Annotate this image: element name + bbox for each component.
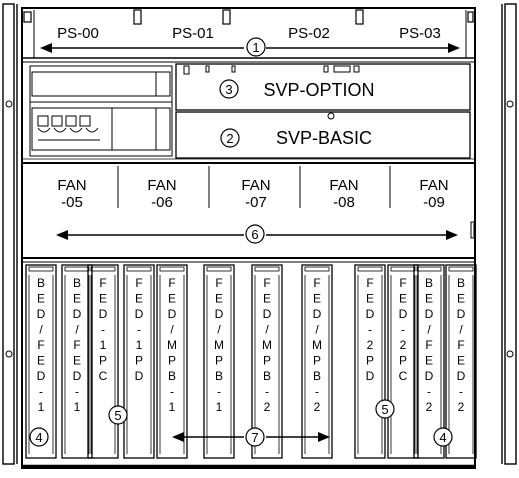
fan-label-line2: -06 [151,194,173,211]
svp-option-connectors [183,65,360,75]
fan-label-line1: FAN [57,177,86,194]
ps-double-arrow [40,43,460,53]
fan-label-line2: -08 [333,194,355,211]
board-callout-number: 5 [114,408,121,423]
svp-basic-callout-number: 2 [226,131,233,146]
svp-basic-callout-circle [220,128,240,148]
svp-basic-label: SVP-BASIC [276,128,372,148]
board-callout: 4 [29,427,49,447]
ps-label: PS-03 [399,25,441,42]
board-callout: 4 [433,427,453,447]
svp-option-callout-number: 3 [225,82,232,97]
board-callout-number: 4 [35,430,42,445]
board-callout: 5 [108,405,128,425]
svp-option-panel [175,63,471,111]
fan-label-line2: -05 [61,194,83,211]
board-callout-number: 5 [381,402,388,417]
svp-basic-panel [175,111,471,159]
board-callout-number: 7 [251,430,258,445]
fan-row: FAN -05 FAN -06 FAN -07 FAN -08 FAN -09 … [22,166,475,263]
svp-option-callout-circle [219,79,239,99]
ps-label: PS-02 [288,25,330,42]
chassis-side-rails [2,3,517,465]
svp-option-label: SVP-OPTION [263,80,374,100]
board-double-arrow [172,432,330,442]
svp-left-module [29,65,173,157]
power-supply-row: PS-00 PS-01 PS-02 PS-03 1 [22,9,475,59]
fan-label-line1: FAN [241,177,270,194]
board-callout: 7 [245,427,265,447]
ps-label: PS-00 [57,25,99,42]
ps-callout-circle [246,37,266,57]
fan-label-line1: FAN [147,177,176,194]
fan-label-line1: FAN [329,177,358,194]
ps-callout-number: 1 [252,40,259,55]
chassis-frame [21,7,476,469]
board-callout: 5 [375,399,395,419]
fan-label-line2: -07 [245,194,267,211]
svp-basic-screw [327,112,335,120]
fan-double-arrow [56,230,458,240]
fan-callout-circle [245,224,265,244]
fan-label-line1: FAN [419,177,448,194]
fan-callout-number: 6 [251,227,258,242]
mounting-holes [5,100,514,358]
svp-area: 3 SVP-OPTION 2 SVP-BASIC [22,61,475,164]
board-callout-number: 4 [439,430,446,445]
fan-row-tab [470,221,475,239]
fan-label-line2: -09 [423,194,445,211]
ps-label: PS-01 [172,25,214,42]
